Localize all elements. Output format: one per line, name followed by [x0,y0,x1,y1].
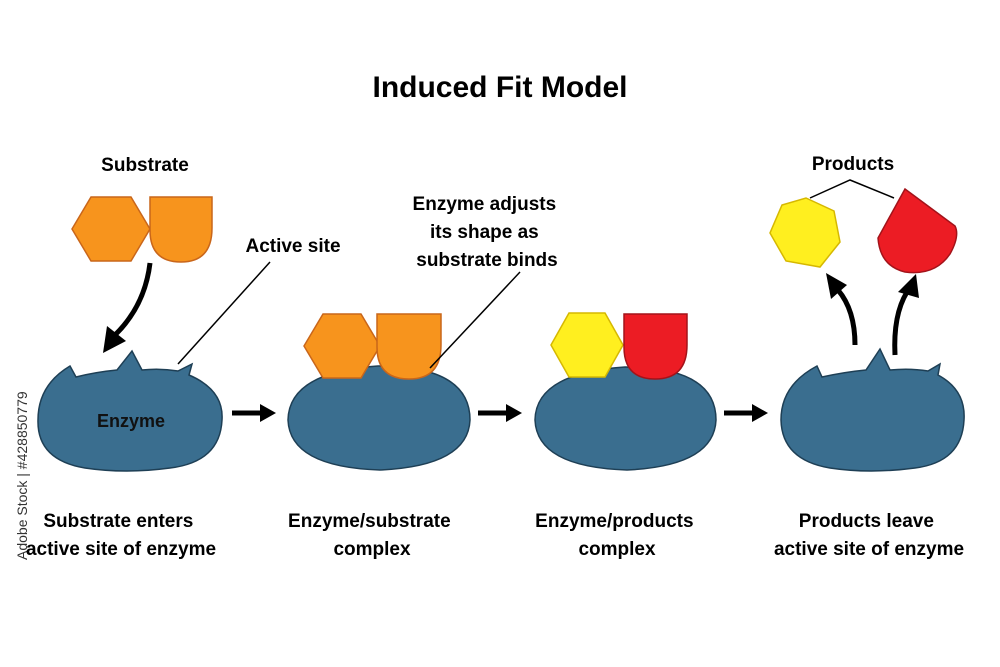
enzyme-shape-4 [780,347,965,472]
stage-3 [534,312,717,471]
products-bracket [809,179,895,199]
caption-stage-2: Enzyme/substrate complex [288,511,456,560]
caption-stage-3: Enzyme/products complex [535,511,699,560]
enzyme-adjusts-line-1: Enzyme adjusts [413,194,557,215]
stage-arrow-2 [478,404,522,422]
enzyme-shape-3 [534,366,717,471]
products-label: Products [812,154,894,175]
enzyme-shape-1 [37,349,223,472]
stage-arrow-3 [724,404,768,422]
caption-2-line-2: complex [333,539,411,560]
enzyme-adjusts-line-3: substrate binds [416,250,557,271]
caption-4-line-1: Products leave [799,511,934,532]
product-exit-arrow-left [836,288,858,346]
released-product-hexagon [769,197,841,268]
active-site-label: Active site [245,236,340,257]
stage-4: Products [769,154,965,472]
caption-4-line-2: active site of enzyme [774,539,964,560]
caption-1-line-2: active site of enzyme [26,539,216,560]
enzyme-adjusts-pointer [429,271,521,369]
product-exit-arrow-right [892,290,910,356]
caption-3-line-2: complex [578,539,656,560]
bound-substrate-shield [376,313,442,380]
enzyme-label: Enzyme [97,411,165,431]
product-shield-bound [623,313,688,380]
substrate-entry-arrow [114,262,153,336]
diagram-title: Induced Fit Model [373,71,628,104]
substrate-shield [149,196,213,263]
released-product-shield [877,187,958,274]
caption-1-line-1: Substrate enters [43,511,193,532]
enzyme-adjusts-label: Enzyme adjusts its shape as substrate bi… [413,194,562,271]
substrate-label: Substrate [101,155,189,176]
product-exit-arrowhead-left [826,273,847,299]
caption-3-line-1: Enzyme/products [535,511,693,532]
stage-arrow-1 [232,404,276,422]
caption-stage-1: Substrate enters active site of enzyme [26,511,216,560]
stock-id-text: Adobe Stock | #428850779 [14,391,30,560]
bound-substrate-hexagon [303,313,381,379]
substrate-hexagon [71,196,151,262]
caption-stage-4: Products leave active site of enzyme [774,511,964,560]
stage-2: Enzyme adjusts its shape as substrate bi… [287,194,562,471]
enzyme-adjusts-line-2: its shape as [430,222,539,243]
product-exit-arrowhead-right [898,274,919,298]
active-site-pointer [177,261,271,365]
substrate-entry-arrowhead [103,326,126,353]
stage-1: Enzyme Substrate Active site [37,155,341,472]
caption-2-line-1: Enzyme/substrate [288,511,451,532]
enzyme-shape-2 [287,365,471,471]
product-hexagon-bound [550,312,624,378]
